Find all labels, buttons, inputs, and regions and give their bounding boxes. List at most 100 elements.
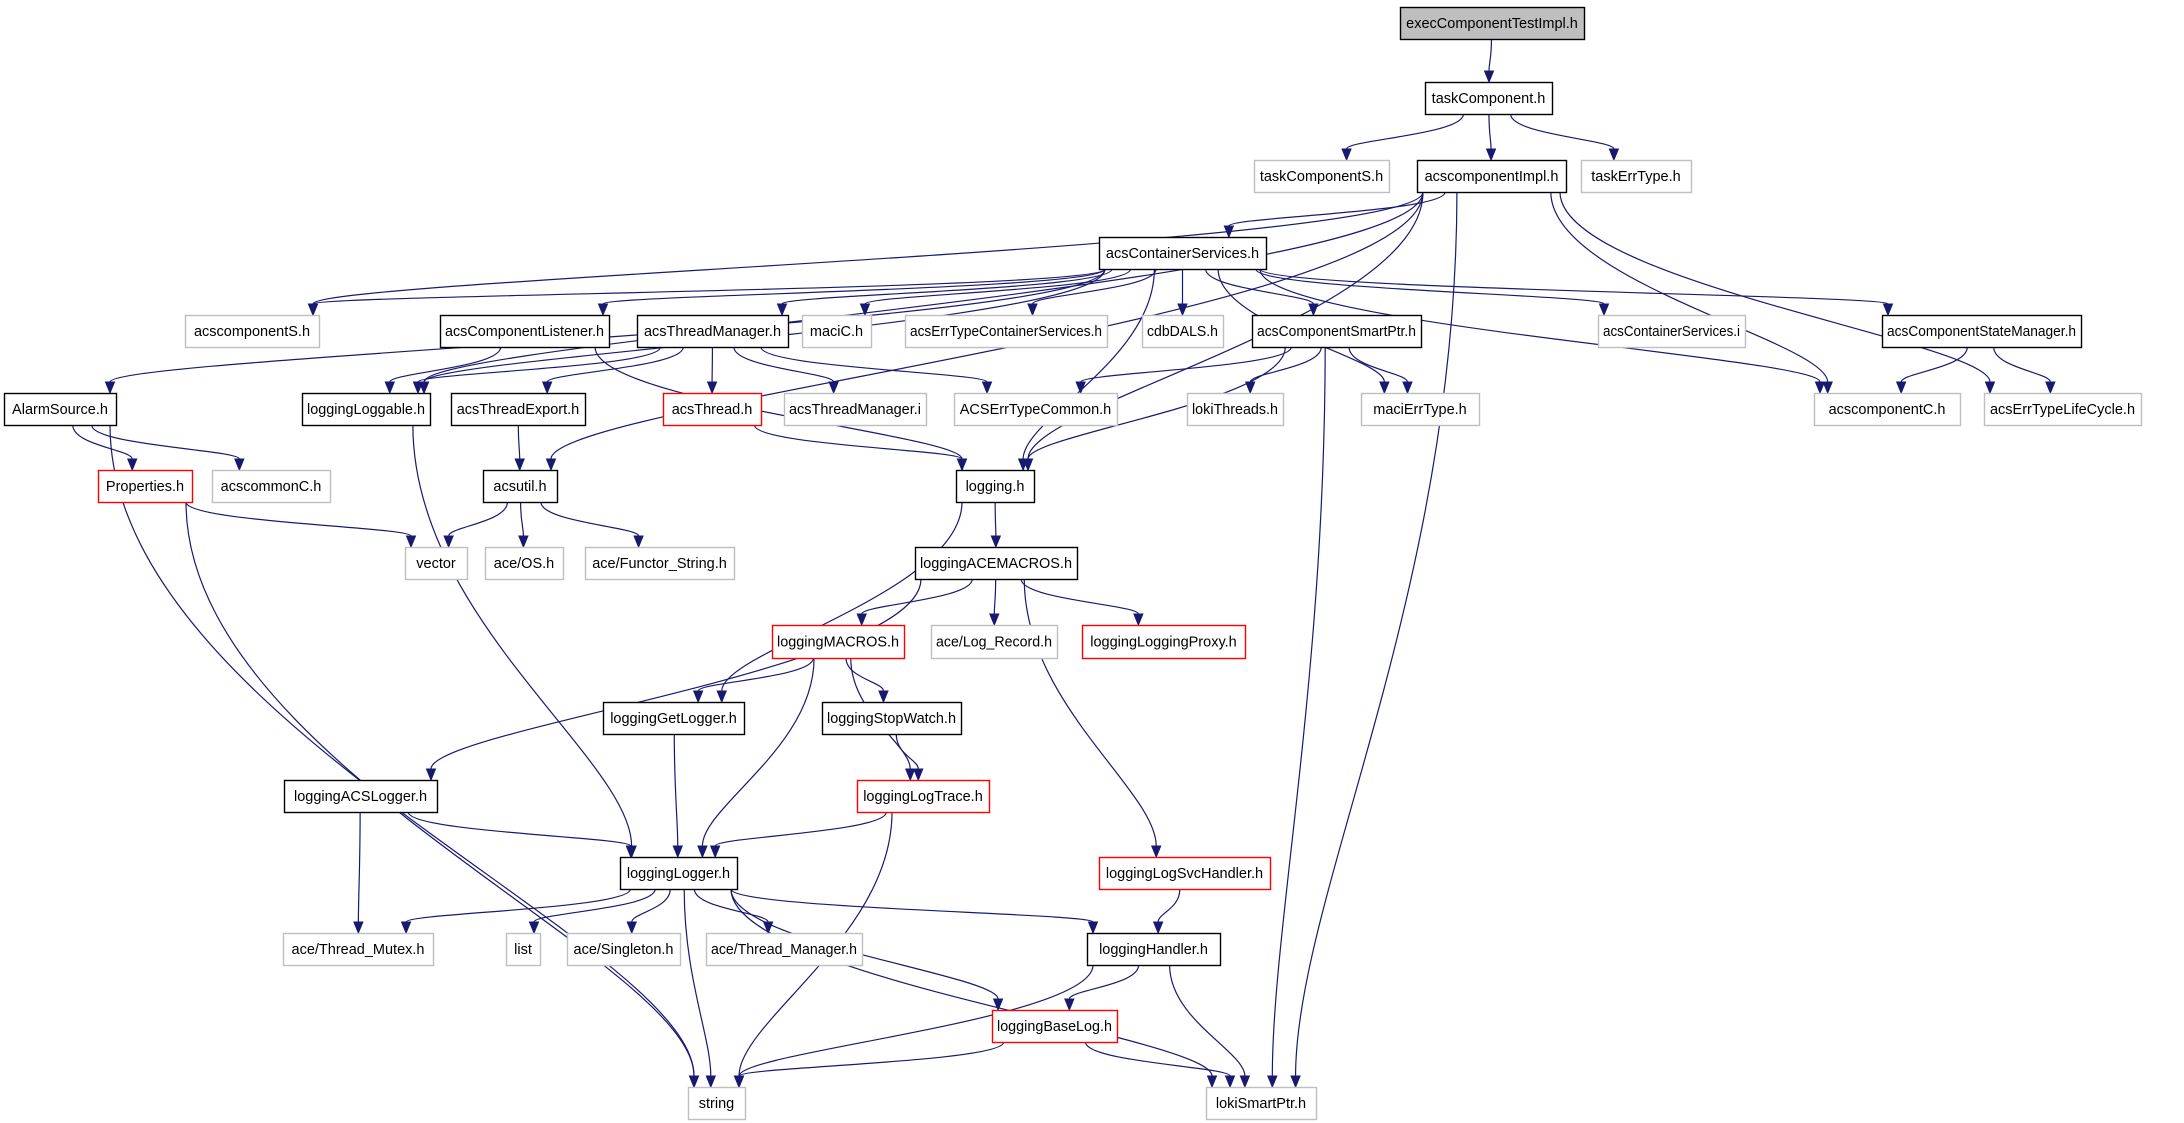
arrowhead-icon: [859, 303, 871, 317]
node-box: [856, 779, 991, 814]
arrowhead-icon: [828, 381, 839, 395]
edge-line: [1510, 113, 1615, 150]
arrowhead-icon: [1075, 381, 1086, 395]
node-acs-component-listener[interactable]: acsComponentListener.h: [439, 314, 611, 349]
node-ace-singleton: ace/Singleton.h: [566, 932, 682, 967]
edge-line: [1020, 578, 1139, 615]
edge-logging-acemacros-to-logging-logging-proxy: [1020, 578, 1144, 627]
arrowhead-icon: [981, 381, 993, 395]
node-acs-thread[interactable]: acsThread.h: [662, 392, 763, 427]
edge-logging-acslogger-to-logging-logger: [407, 811, 637, 859]
arrowhead-icon: [1206, 1075, 1218, 1089]
edge-line: [1080, 346, 1292, 383]
node-acscomponent-impl[interactable]: acscomponentImpl.h: [1416, 159, 1568, 194]
edge-line: [738, 811, 893, 1077]
edge-line: [631, 888, 671, 923]
edge-acs-thread-manager-to-acserr-type-common: [760, 346, 993, 395]
edge-line: [407, 811, 632, 847]
node-logging-log-svc-handler[interactable]: loggingLogSvcHandler.h: [1098, 856, 1272, 891]
node-label: maciC.h: [810, 324, 863, 340]
edge-line: [312, 191, 1424, 305]
edge-acs-component-listener-to-logging-loggable: [384, 346, 502, 395]
arrowhead-icon: [518, 535, 529, 549]
node-string: string: [687, 1086, 747, 1121]
arrowhead-icon: [1984, 381, 1996, 395]
edge-line: [994, 501, 997, 537]
node-logging-acslogger[interactable]: loggingACSLogger.h: [283, 779, 439, 814]
edge-line: [550, 191, 1424, 460]
arrowhead-icon: [692, 690, 704, 704]
edge-line: [1068, 964, 1140, 1000]
edge-logging-base-log-to-loki-smart-ptr: [1084, 1041, 1236, 1089]
node-acs-thread-export[interactable]: acsThreadExport.h: [450, 392, 587, 427]
edge-line: [72, 424, 133, 460]
node-logging-loggable[interactable]: loggingLoggable.h: [301, 392, 432, 427]
node-logging-logging-proxy[interactable]: loggingLoggingProxy.h: [1081, 624, 1247, 660]
node-box: [602, 701, 746, 736]
node-properties[interactable]: Properties.h: [97, 469, 194, 504]
arrowhead-icon: [1822, 381, 1833, 395]
node-label: loggingLogTrace.h: [863, 789, 983, 805]
edge-logging-acemacros-to-logging-acslogger: [425, 578, 922, 782]
node-box: [97, 469, 194, 504]
edge-logging-base-log-to-string: [733, 1041, 1005, 1089]
edge-properties-to-vector: [185, 501, 417, 549]
arrowhead-icon: [405, 535, 417, 549]
edge-line: [1271, 346, 1326, 1077]
node-logging-handler[interactable]: loggingHandler.h: [1086, 932, 1222, 967]
node-label: loggingLogSvcHandler.h: [1106, 866, 1263, 882]
arrowhead-icon: [776, 303, 788, 317]
node-box: [821, 701, 963, 736]
edge-acsutil-to-vector: [443, 501, 508, 549]
node-ace-os: ace/OS.h: [484, 546, 565, 581]
node-logging-base-log[interactable]: loggingBaseLog.h: [991, 1009, 1119, 1044]
node-acs-thread-manager[interactable]: acsThreadManager.h: [636, 314, 790, 349]
edge-line: [517, 424, 521, 460]
node-logging-log-trace[interactable]: loggingLogTrace.h: [856, 779, 991, 814]
node-label: loggingLogger.h: [627, 866, 730, 882]
arrowhead-icon: [127, 458, 138, 472]
node-maci-err-type: maciErrType.h: [1360, 392, 1481, 427]
node-label: loggingBaseLog.h: [997, 1019, 1112, 1035]
node-box: [1416, 159, 1568, 194]
node-box: [584, 546, 736, 581]
edge-acs-component-smart-ptr-to-loki-smart-ptr: [1267, 346, 1326, 1089]
node-label: acsThreadExport.h: [457, 402, 580, 418]
node-label: cdbDALS.h: [1147, 324, 1218, 340]
edge-logging-macros-to-logging-logger: [697, 657, 815, 859]
node-box: [1205, 1086, 1318, 1121]
node-acs-component-smart-ptr[interactable]: acsComponentSmartPtr.h: [1251, 314, 1423, 349]
node-exec-component-test-impl[interactable]: execComponentTestImpl.h: [1399, 6, 1586, 41]
arrowhead-icon: [514, 458, 525, 472]
edge-acs-component-state-manager-to-acs-err-type-life-cycle: [1993, 346, 2056, 395]
arrowhead-icon: [626, 921, 637, 935]
node-acsutil[interactable]: acsutil.h: [482, 469, 559, 504]
edge-line: [738, 1041, 1005, 1077]
edge-line: [760, 346, 988, 383]
arrowhead-icon: [706, 381, 718, 395]
node-task-component[interactable]: taskComponent.h: [1424, 81, 1554, 116]
edge-acsutil-to-ace-functor-string: [540, 501, 644, 549]
node-logging-logger[interactable]: loggingLogger.h: [619, 856, 739, 891]
edge-logging-log-trace-to-logging-logger: [709, 811, 887, 859]
arrowhead-icon: [597, 303, 609, 317]
edge-acsutil-to-ace-os: [518, 501, 529, 549]
arrowhead-icon: [1064, 998, 1075, 1012]
node-logging-acemacros[interactable]: loggingACEMACROS.h: [914, 546, 1079, 581]
node-acs-component-state-manager[interactable]: acsComponentStateManager.h: [1881, 314, 2083, 349]
node-logging[interactable]: logging.h: [955, 469, 1036, 504]
edge-logging-logger-to-string: [683, 888, 717, 1089]
node-logging-get-logger[interactable]: loggingGetLogger.h: [602, 701, 746, 736]
arrowhead-icon: [412, 381, 424, 395]
edge-acs-thread-manager-to-logging-loggable: [412, 346, 662, 395]
arrowhead-icon: [545, 458, 557, 472]
edge-line: [405, 888, 632, 923]
edge-acs-component-smart-ptr-to-maci-err-type: [1348, 346, 1413, 395]
node-box: [930, 624, 1059, 660]
node-logging-macros[interactable]: loggingMACROS.h: [771, 624, 906, 660]
node-acs-container-services[interactable]: acsContainerServices.h: [1098, 236, 1268, 271]
node-logging-stop-watch[interactable]: loggingStopWatch.h: [821, 701, 963, 736]
edge-acs-component-smart-ptr-to-logging: [1022, 346, 1286, 472]
node-alarm-source[interactable]: AlarmSource.h: [3, 392, 118, 427]
edge-line: [1294, 191, 1458, 1077]
